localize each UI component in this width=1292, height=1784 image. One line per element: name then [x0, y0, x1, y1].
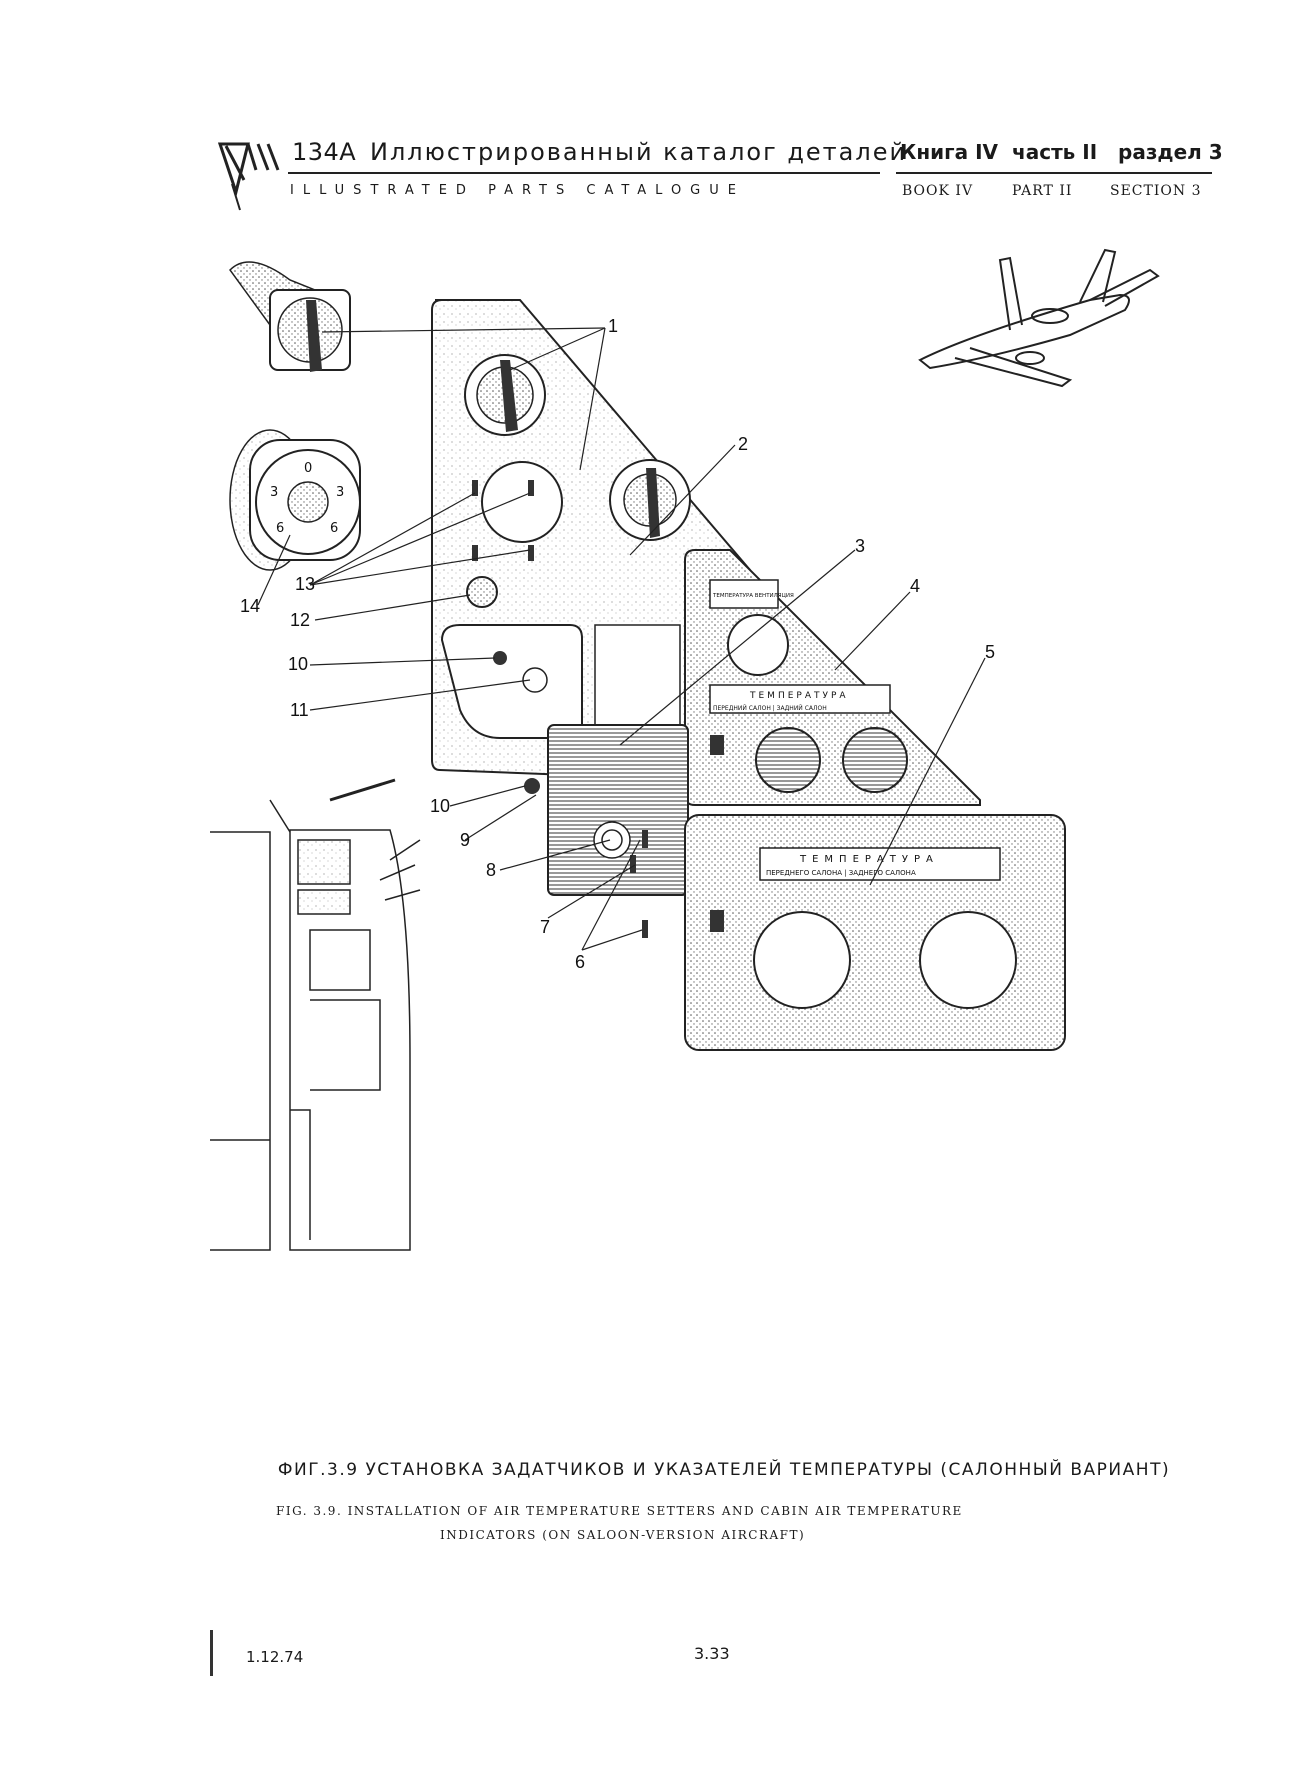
callout-10-lower: 10	[430, 796, 450, 816]
temperature-indicator-gauge: 0 3 3 6 6	[229, 429, 361, 571]
panel4-salon-label: ПЕРЕДНИЙ САЛОН | ЗАДНИЙ САЛОН	[713, 705, 827, 712]
screws	[472, 480, 648, 938]
book-label-en: BOOK IV	[902, 183, 974, 199]
panel4-temp-label: ТЕМПЕРАТУРА	[749, 691, 849, 701]
exploded-view-drawing: 0 3 3 6 6 ТЕМПЕРАТУРА ВЕНТИЛЯЦИЯ ТЕМПЕРА…	[210, 248, 1160, 1251]
gauge-dial-6-left: 6	[276, 521, 284, 536]
callout-6: 6	[575, 952, 585, 972]
callout-5: 5	[985, 642, 995, 662]
section-label-ru: раздел 3	[1118, 140, 1223, 164]
callout-14: 14	[240, 596, 260, 616]
setter-mounting-plate	[547, 724, 689, 896]
callout-13: 13	[295, 574, 315, 594]
aircraft-silhouette	[918, 248, 1160, 388]
figure-caption-en-line1: FIG. 3.9. INSTALLATION OF AIR TEMPERATUR…	[276, 1504, 963, 1518]
revision-date: 1.12.74	[246, 1648, 304, 1666]
callout-1: 1	[608, 316, 618, 336]
temperature-setter-detail	[229, 261, 351, 372]
callout-10-upper: 10	[288, 654, 308, 674]
page-number: 3.33	[694, 1644, 730, 1663]
callout-4: 4	[910, 576, 920, 596]
figure-caption-en-line2: INDICATORS (ON SALOON-VERSION AIRCRAFT)	[440, 1528, 806, 1542]
gauge-dial-3-right: 3	[336, 485, 344, 500]
section-label-en: SECTION 3	[1110, 183, 1202, 199]
book-label-ru: Книга IV	[900, 140, 999, 164]
figure-caption-ru: ФИГ.3.9 УСТАНОВКА ЗАДАТЧИКОВ И УКАЗАТЕЛЕ…	[277, 1460, 1171, 1480]
gauge-dial-6-right: 6	[330, 521, 338, 536]
callout-3: 3	[855, 536, 865, 556]
header-rule	[288, 172, 880, 174]
callout-12: 12	[290, 610, 310, 630]
callout-7: 7	[540, 917, 550, 937]
gauge-dial-3-left: 3	[270, 485, 278, 500]
panel4-vent-label: ТЕМПЕРАТУРА ВЕНТИЛЯЦИЯ	[712, 593, 794, 599]
cockpit-interior-view	[210, 778, 421, 1251]
catalogue-title-en: ILLUSTRATED PARTS CATALOGUE	[290, 183, 745, 198]
mounting-panel	[431, 299, 751, 777]
aircraft-model: 134A	[292, 138, 357, 166]
callout-11: 11	[290, 700, 309, 720]
panel5-temp-label: ТЕМПЕРАТУРА	[799, 854, 939, 865]
gauge-dial-0: 0	[304, 461, 312, 476]
callout-2: 2	[738, 434, 748, 454]
callout-8: 8	[486, 860, 496, 880]
margin-mark	[210, 1630, 213, 1676]
callout-9: 9	[460, 830, 470, 850]
part-label-ru: часть II	[1012, 140, 1098, 164]
leader-lines	[257, 327, 986, 951]
callout-numbers: 1 2 3 4 5 6 7 8 9 10 10 11 12 13 14	[240, 316, 995, 972]
tupolev-logo	[218, 142, 280, 211]
cabin-temperature-indicator-panel: ТЕМПЕРАТУРА ПЕРЕДНЕГО САЛОНА | ЗАДНЕГО С…	[684, 814, 1066, 1051]
ventilation-temperature-panel: ТЕМПЕРАТУРА ВЕНТИЛЯЦИЯ ТЕМПЕРАТУРА ПЕРЕД…	[684, 549, 981, 806]
panel5-salon-label: ПЕРЕДНЕГО САЛОНА | ЗАДНЕГО САЛОНА	[766, 869, 916, 877]
catalogue-title-ru: Иллюстрированный каталог деталей	[370, 138, 908, 166]
part-label-en: PART II	[1012, 183, 1073, 199]
header-rule-right	[896, 172, 1212, 174]
